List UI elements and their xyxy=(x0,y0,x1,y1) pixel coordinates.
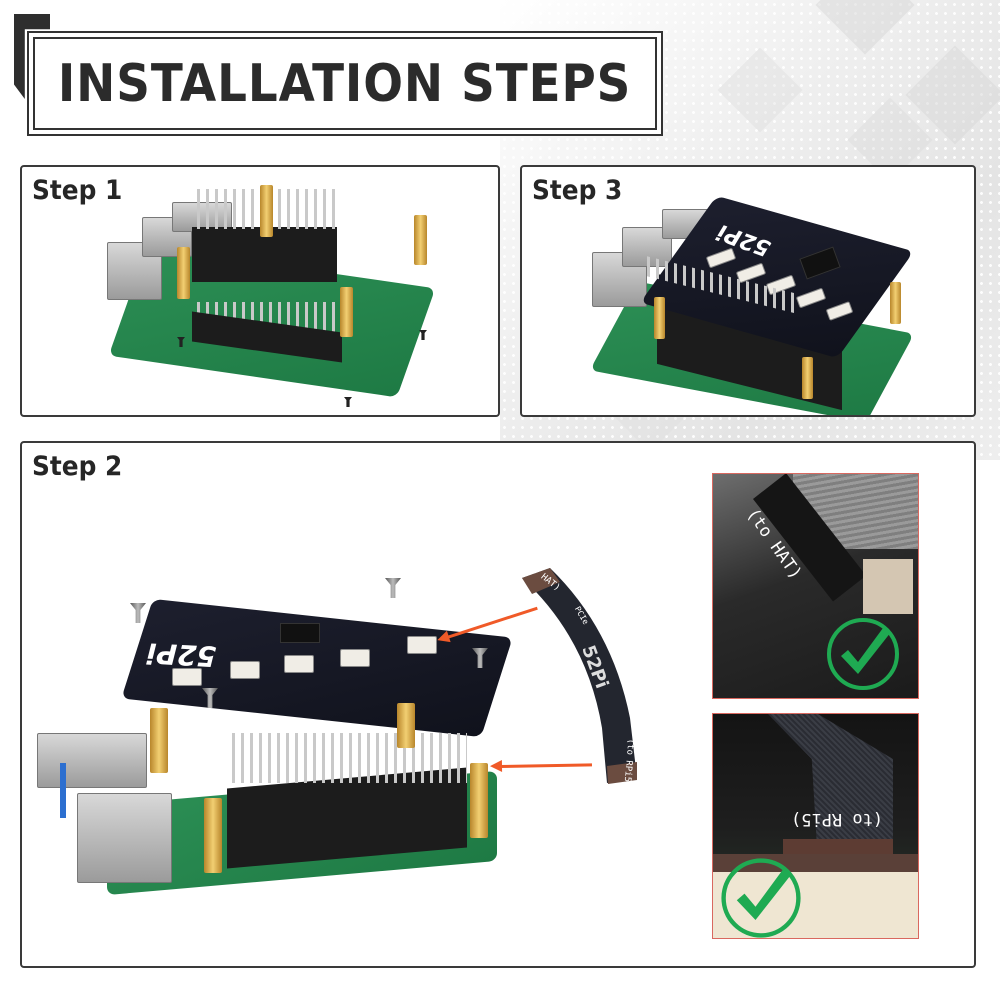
step-3-panel: Step 3 52Pi xyxy=(520,165,976,417)
step-2-panel: Step 2 52Pi 52Pi (to HAT xyxy=(20,441,976,968)
brass-standoff xyxy=(204,798,222,873)
usb-port xyxy=(77,793,172,883)
brass-standoff xyxy=(397,703,415,748)
brass-standoff xyxy=(414,215,427,265)
step-3-label: Step 3 xyxy=(532,175,623,206)
step-2-label: Step 2 xyxy=(32,451,123,482)
screw xyxy=(344,397,352,407)
ffc-connector xyxy=(172,668,202,686)
screw xyxy=(419,330,427,340)
brass-standoff xyxy=(340,287,353,337)
brass-standoff xyxy=(890,282,901,324)
ffc-connector xyxy=(230,661,260,679)
detail-photo-to-hat: (to HAT) xyxy=(712,473,919,699)
check-circle-icon xyxy=(827,618,899,690)
step-1-panel: Step 1 xyxy=(20,165,500,417)
title-banner: INSTALLATION STEPS xyxy=(27,31,663,136)
pcie-connector xyxy=(713,854,918,938)
brass-standoff xyxy=(260,185,273,237)
screw xyxy=(385,578,401,598)
ffc-connector xyxy=(284,655,314,673)
ffc-cable: 52Pi xyxy=(522,568,637,784)
step-1-label: Step 1 xyxy=(32,175,123,206)
detail-caption-to-rpi5: (to RPi5) xyxy=(791,809,884,829)
brass-standoff xyxy=(802,357,813,399)
background-diamond xyxy=(815,0,915,55)
brass-standoff xyxy=(177,247,190,299)
screw xyxy=(130,603,146,623)
jst-connector xyxy=(863,559,913,614)
screw xyxy=(177,337,185,347)
check-circle-icon xyxy=(721,858,801,938)
brass-standoff xyxy=(470,763,488,838)
chip xyxy=(280,623,320,643)
gpio-pins xyxy=(232,733,467,783)
title-banner-inner: INSTALLATION STEPS xyxy=(33,37,657,130)
brass-standoff xyxy=(150,708,168,773)
page-title: INSTALLATION STEPS xyxy=(58,53,632,114)
ffc-connector-pcie xyxy=(407,636,437,654)
ffc-connector xyxy=(340,649,370,667)
brass-standoff xyxy=(654,297,665,339)
detail-photo-to-rpi5: (to RPi5) xyxy=(712,713,919,939)
ethernet-port xyxy=(37,733,147,788)
usb3-marker xyxy=(60,763,66,818)
background-diamond xyxy=(717,47,803,133)
